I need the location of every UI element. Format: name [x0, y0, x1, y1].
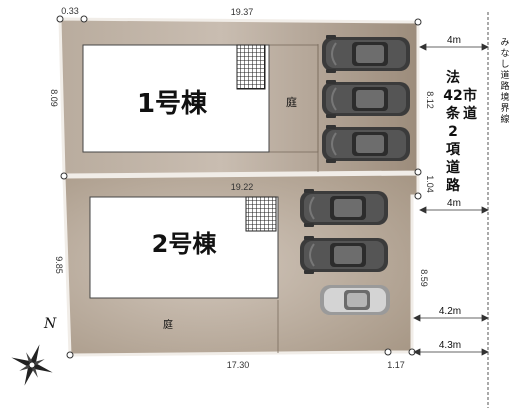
svg-text:条: 条 [445, 105, 461, 122]
svg-text:市: 市 [463, 87, 477, 104]
road-label: 法 42 条 2 項 道 路 市 道 [443, 69, 477, 194]
road-width-2: 4m [447, 198, 461, 209]
svg-text:道: 道 [446, 159, 460, 176]
dim-lot2-right-upper: 1.04 [425, 175, 435, 193]
road-boundary-label: み な し 道 路 境 界 線 [500, 37, 509, 125]
svg-text:線: 線 [500, 113, 509, 125]
stair-grid [236, 44, 266, 90]
dim-lot1-top-left: 0.33 [61, 6, 79, 16]
svg-text:2: 2 [448, 124, 458, 140]
car [321, 124, 411, 164]
building-2-label: 2号棟 [152, 230, 218, 258]
dim-lot2-left: 9.85 [54, 256, 64, 274]
svg-text:路: 路 [446, 177, 461, 194]
building-1: 1号棟 [82, 44, 319, 153]
car-small [320, 285, 390, 315]
svg-text:界: 界 [500, 103, 509, 114]
svg-text:項: 項 [446, 142, 461, 158]
dim-lot2-bottom-right: 1.17 [387, 360, 405, 370]
north-label: N [43, 316, 57, 332]
car [299, 188, 389, 228]
garden-2-label: 庭 [163, 318, 173, 331]
road-width-3: 4.2m [439, 306, 461, 317]
car [321, 34, 411, 74]
road-width-4: 4.3m [439, 340, 461, 351]
road-width-1: 4m [447, 35, 461, 46]
dim-lot1-top: 19.37 [231, 7, 254, 17]
dim-lot1-right: 8.12 [425, 91, 435, 109]
car [321, 79, 411, 119]
building-2: 2号棟 [89, 196, 279, 299]
dim-lot2-right: 8.59 [419, 269, 429, 287]
garden-1-label: 庭 [286, 95, 297, 109]
dim-lot2-top: 19.22 [231, 182, 254, 192]
svg-text:法: 法 [446, 69, 460, 86]
building-1-label: 1号棟 [137, 89, 208, 119]
car [299, 235, 389, 275]
svg-text:な: な [500, 48, 509, 59]
dim-lot2-bottom: 17.30 [227, 360, 250, 370]
stair-grid [245, 196, 277, 232]
svg-text:し: し [500, 59, 509, 70]
svg-text:道: 道 [463, 105, 477, 122]
dim-lot1-left: 8.09 [49, 89, 59, 107]
compass-icon [11, 344, 53, 386]
road-width-arrows [413, 43, 489, 356]
svg-text:み: み [500, 37, 509, 48]
svg-text:路: 路 [500, 80, 509, 92]
svg-text:42: 42 [443, 88, 462, 104]
svg-text:道: 道 [500, 69, 509, 81]
svg-text:境: 境 [500, 91, 509, 103]
